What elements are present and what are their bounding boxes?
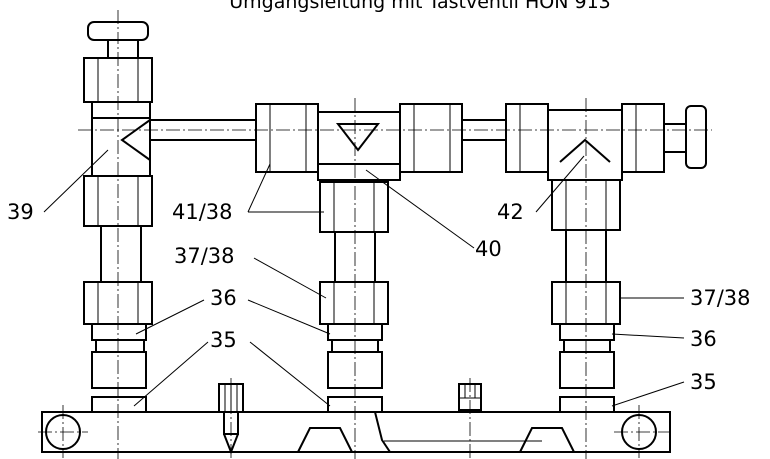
left-valve-column: [83, 30, 153, 459]
diagram-title: Umgangsleitung mit Tastventil HON 913: [229, 0, 611, 13]
callout-35-left: 35: [210, 328, 237, 352]
callout-35-right: 35: [690, 370, 717, 394]
callout-41-38: 41/38: [172, 200, 233, 224]
callout-36-right: 36: [690, 327, 717, 351]
callout-37-38-left: 37/38: [174, 244, 235, 268]
callout-37-38-right: 37/38: [690, 286, 751, 310]
base-plate: [38, 405, 671, 458]
callout-40: 40: [475, 237, 502, 261]
leader-lines: [43, 149, 685, 407]
right-tee-column: [505, 98, 707, 459]
callout-36-left: 36: [210, 286, 237, 310]
handwheel-top: [87, 10, 149, 41]
center-tee-column: [255, 98, 463, 459]
fixing-screw-right: [458, 378, 482, 459]
callout-39: 39: [7, 200, 34, 224]
fixing-screw-left: [218, 378, 244, 459]
callout-42: 42: [497, 200, 524, 224]
